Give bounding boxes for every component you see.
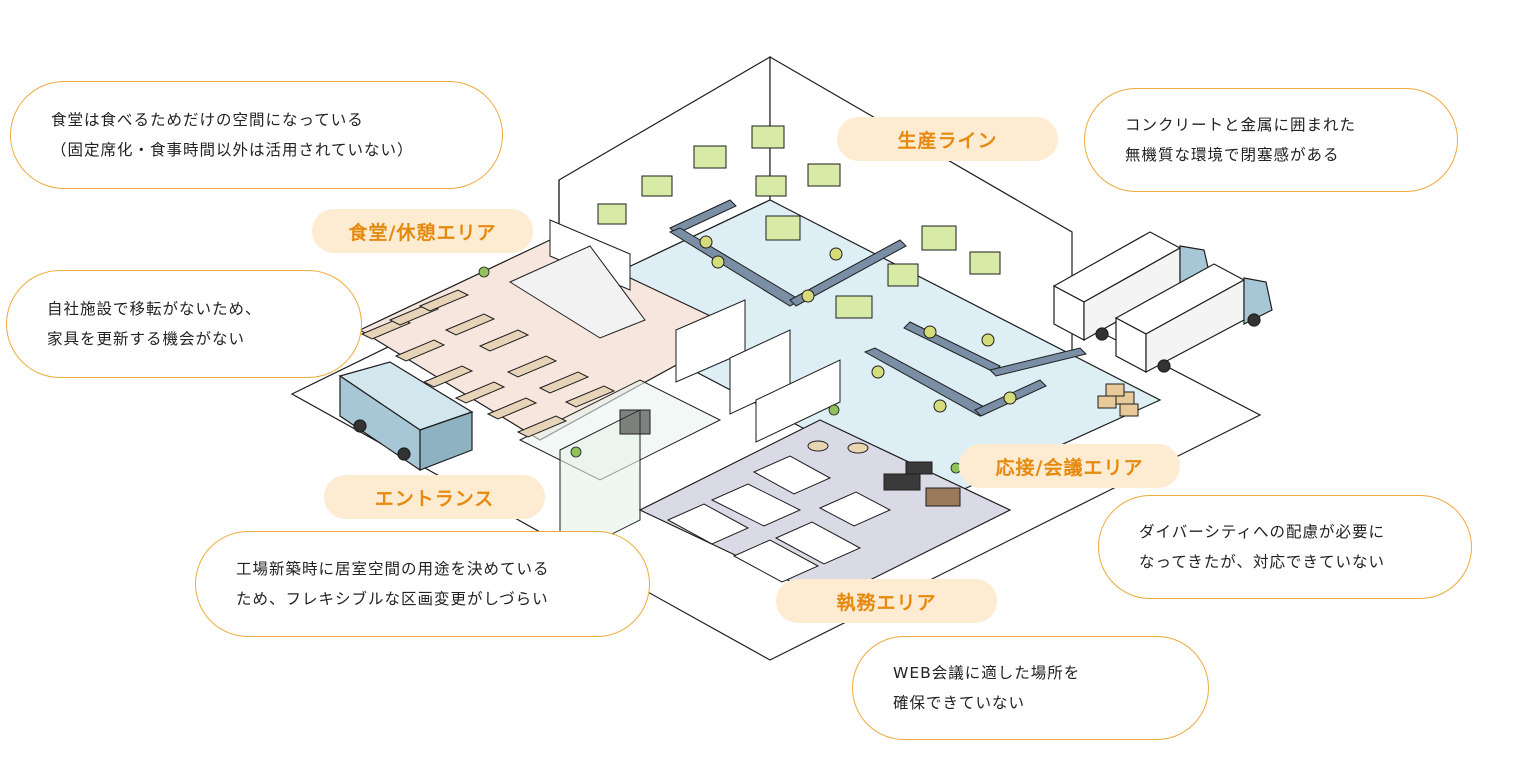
callout-diversity-line-1: ダイバーシティへの配慮が必要に <box>1139 523 1385 541</box>
callout-diversity-line-2: なってきたが、対応できていない <box>1139 553 1385 571</box>
area-label-entrance: エントランス <box>324 475 545 519</box>
callout-diversity: ダイバーシティへの配慮が必要に なってきたが、対応できていない <box>1098 495 1472 599</box>
truck-icon <box>1114 263 1273 373</box>
kitchen-counter <box>508 245 646 339</box>
callout-material-line-2: 無機質な環境で閉塞感がある <box>1125 146 1340 164</box>
callout-web-meeting: WEB会議に適した場所を 確保できていない <box>852 636 1209 740</box>
desk-icon <box>360 289 616 438</box>
callout-furniture-line-1: 自社施設で移転がないため、 <box>47 300 262 318</box>
callout-factory-line-1: 工場新築時に居室空間の用途を決めている <box>236 560 550 578</box>
callout-canteen: 食堂は食べるためだけの空間になっている （固定席化・食事時間以外は活用されていな… <box>10 81 503 189</box>
callout-furniture-line-2: 家具を更新する機会がない <box>47 330 246 348</box>
area-label-production: 生産ライン <box>837 117 1058 161</box>
sofa-icon <box>883 461 961 507</box>
entrance-hall <box>518 379 722 561</box>
robot-arm-icon <box>699 235 1017 413</box>
area-label-office: 執務エリア <box>776 579 997 623</box>
callout-factory-layout: 工場新築時に居室空間の用途を決めている ため、フレキシブルな区画変更がしづらい <box>195 531 650 637</box>
cardboard-box-icon <box>1097 383 1139 417</box>
round-table-icon <box>807 440 869 454</box>
callout-material: コンクリートと金属に囲まれた 無機質な環境で閉塞感がある <box>1084 88 1458 192</box>
monitor-icon <box>619 409 651 435</box>
callout-material-line-1: コンクリートと金属に囲まれた <box>1125 116 1357 134</box>
callout-canteen-line-1: 食堂は食べるためだけの空間になっている <box>51 111 364 129</box>
callout-furniture: 自社施設で移転がないため、 家具を更新する機会がない <box>6 270 362 378</box>
area-label-canteen: 食堂/休憩エリア <box>312 209 533 253</box>
callout-web-line-2: 確保できていない <box>893 694 1026 712</box>
bus-icon <box>338 361 474 472</box>
callout-canteen-line-2: （固定席化・食事時間以外は活用されていない） <box>51 141 414 159</box>
machine-icon <box>597 125 1001 319</box>
callout-web-line-1: WEB会議に適した場所を <box>893 664 1081 682</box>
callout-factory-line-2: ため、フレキシブルな区画変更がしづらい <box>236 590 549 608</box>
desk-icon <box>666 455 892 583</box>
plant-icon <box>478 266 962 474</box>
area-label-reception: 応接/会議エリア <box>959 444 1180 488</box>
